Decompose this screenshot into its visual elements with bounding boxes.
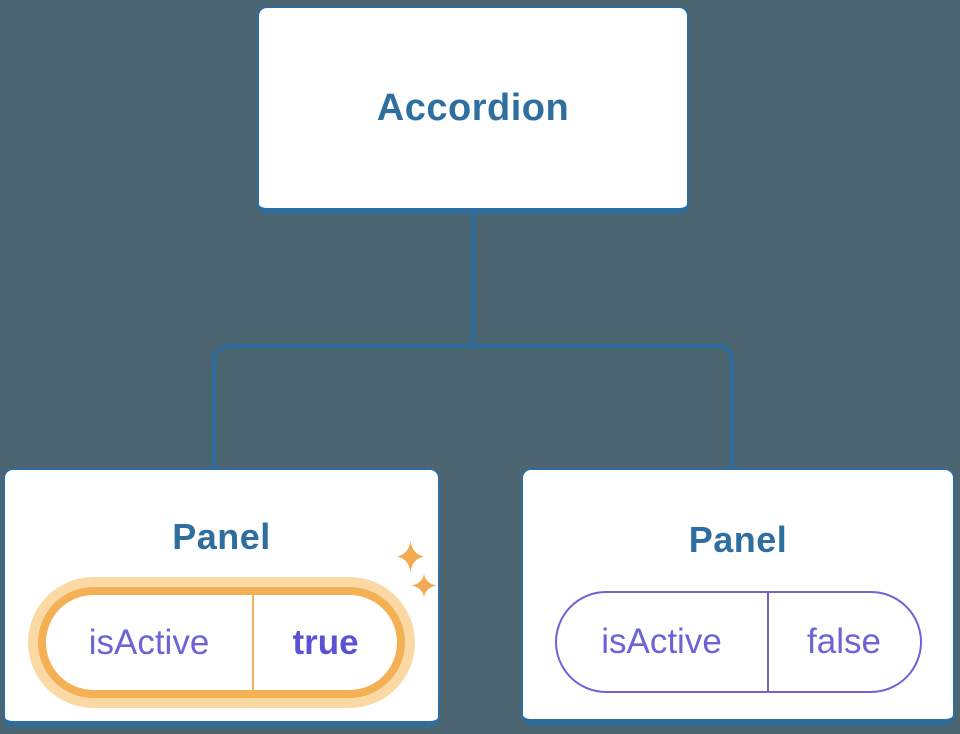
- prop-name: isActive: [557, 593, 769, 691]
- prop-name: isActive: [46, 595, 254, 690]
- node-panel-active: Panel isActive true: [3, 468, 440, 727]
- prop-pill-plain: isActive false: [554, 591, 922, 693]
- node-accordion: Accordion: [257, 6, 689, 214]
- panel-title: Panel: [172, 516, 271, 557]
- accordion-label: Accordion: [376, 86, 570, 129]
- prop-pill-highlighted: isActive true: [38, 587, 405, 698]
- sparkle-icon: [397, 541, 424, 572]
- prop-value: false: [807, 622, 881, 661]
- node-panel-inactive: Panel isActive false: [521, 468, 955, 725]
- panel-title: Panel: [688, 519, 788, 560]
- prop-value: true: [292, 622, 359, 662]
- sparkle-icon: [411, 574, 437, 597]
